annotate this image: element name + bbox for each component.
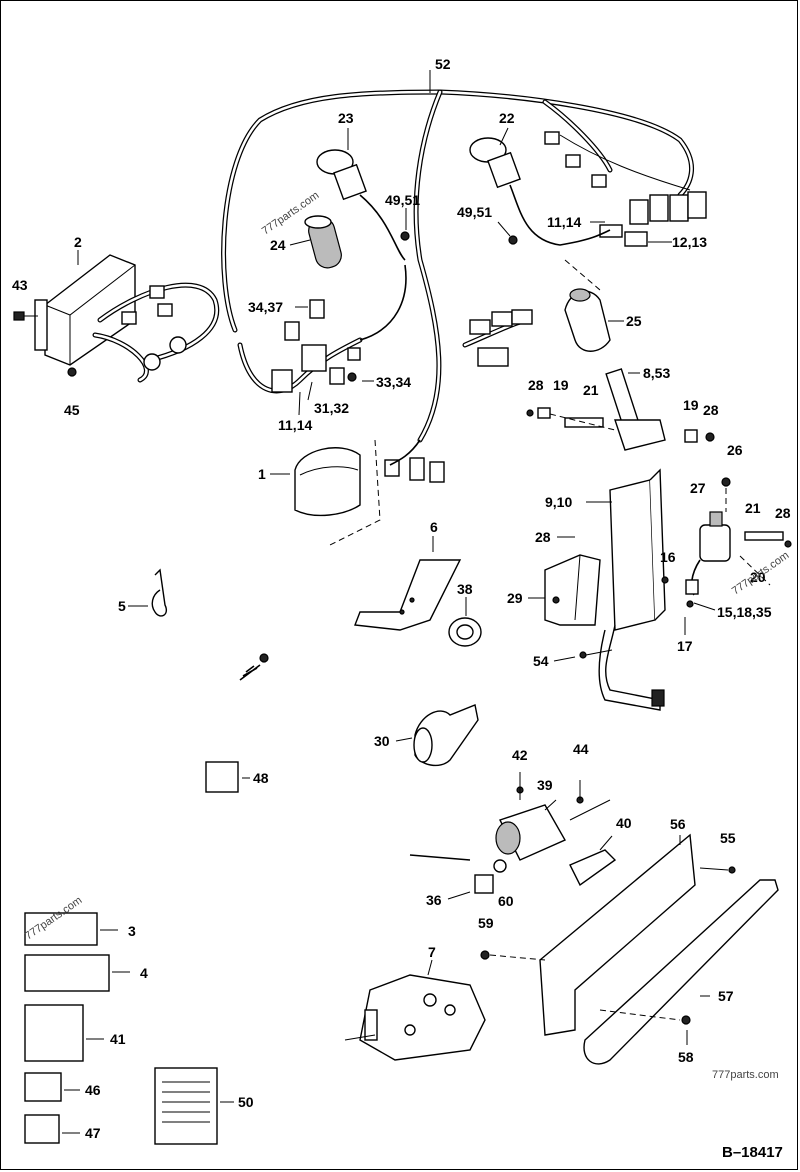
callout-1: 1 <box>258 466 266 482</box>
callout-24: 24 <box>270 237 286 253</box>
callout-30: 30 <box>374 733 390 749</box>
decal-50 <box>154 1067 218 1145</box>
callout-21-b: 21 <box>745 500 761 516</box>
callout-38: 38 <box>457 581 473 597</box>
callout-48: 48 <box>253 770 269 786</box>
plate-56 <box>539 833 736 1036</box>
callout-11-14-a: 11,14 <box>547 214 581 230</box>
callout-16: 16 <box>660 549 676 565</box>
watermark-4: 777parts.com <box>712 1069 779 1081</box>
callout-27: 27 <box>690 480 706 496</box>
watermark-2: 777parts.com <box>730 549 791 597</box>
callout-7: 7 <box>428 944 436 960</box>
callout-43: 43 <box>12 277 28 293</box>
callout-4: 4 <box>140 965 148 981</box>
callout-26: 26 <box>727 442 743 458</box>
part-24 <box>304 215 342 269</box>
decal-46 <box>24 1072 62 1102</box>
boot-30 <box>413 704 479 767</box>
decal-4 <box>24 954 110 992</box>
callout-45: 45 <box>64 402 80 418</box>
part-48 <box>205 761 239 793</box>
callout-28-a: 28 <box>528 377 544 393</box>
callout-40: 40 <box>616 815 632 831</box>
cylinder-39 <box>409 772 611 894</box>
callout-23: 23 <box>338 110 354 126</box>
callout-labels: 52 23 22 49,51 49,51 24 11,14 12,13 2 43… <box>12 56 791 1141</box>
bracket-29 <box>544 554 601 626</box>
callout-56: 56 <box>670 816 686 832</box>
callout-34-37: 34,37 <box>248 299 283 315</box>
callout-12-13: 12,13 <box>672 234 707 250</box>
callout-33-34: 33,34 <box>376 374 411 390</box>
drawing-number: B–18417 <box>722 1144 783 1161</box>
callout-8-53: 8,53 <box>643 365 670 381</box>
switch-20 <box>661 477 792 608</box>
switch-22 <box>469 137 611 246</box>
callout-54: 54 <box>533 653 549 669</box>
harness-left-connectors <box>237 231 518 394</box>
callout-39: 39 <box>537 777 553 793</box>
decal-3 <box>24 912 98 946</box>
callout-28-c: 28 <box>775 505 791 521</box>
callout-31-32: 31,32 <box>314 400 349 416</box>
joystick-assembly <box>526 259 715 451</box>
callout-25: 25 <box>626 313 642 329</box>
callout-20: 20 <box>750 569 766 585</box>
bracket-9-10 <box>579 468 666 711</box>
callout-41: 41 <box>110 1031 126 1047</box>
callout-49-51-a: 49,51 <box>385 192 420 208</box>
spring <box>239 653 269 681</box>
callout-57: 57 <box>718 988 734 1004</box>
center-connectors <box>384 309 533 483</box>
ring-38 <box>448 617 482 647</box>
callout-19-b: 19 <box>683 397 699 413</box>
callout-46: 46 <box>85 1082 101 1098</box>
callout-5: 5 <box>118 598 126 614</box>
leader-lines <box>62 127 716 1134</box>
callout-47: 47 <box>85 1125 101 1141</box>
relay-box-2 <box>13 254 220 383</box>
bracket-40 <box>569 849 617 887</box>
callout-28-b: 28 <box>703 402 719 418</box>
callout-11-14-b: 11,14 <box>278 417 312 433</box>
callout-29: 29 <box>507 590 523 606</box>
callout-6: 6 <box>430 519 438 535</box>
callout-49-51-b: 49,51 <box>457 204 492 220</box>
strap-5 <box>151 568 167 617</box>
watermarks: 777parts.com 777parts.com 777parts.com 7… <box>23 189 791 1081</box>
callout-17: 17 <box>677 638 693 654</box>
callout-2: 2 <box>74 234 82 250</box>
callout-60: 60 <box>498 893 514 909</box>
decal-41 <box>24 1004 84 1062</box>
part-1 <box>294 439 381 546</box>
callout-36: 36 <box>426 892 442 908</box>
callout-59: 59 <box>478 915 494 931</box>
callout-58: 58 <box>678 1049 694 1065</box>
callout-44: 44 <box>573 741 589 757</box>
callout-22: 22 <box>499 110 515 126</box>
wiring-harness-52 <box>221 70 695 443</box>
callout-21-a: 21 <box>583 382 599 398</box>
valve-7 <box>344 974 486 1061</box>
switch-23 <box>316 149 406 261</box>
bolt-59 <box>480 950 546 961</box>
callout-3: 3 <box>128 923 136 939</box>
plate-6 <box>354 559 462 631</box>
callout-15-18-35: 15,18,35 <box>717 604 772 620</box>
channel-57 <box>583 879 779 1065</box>
decal-47 <box>24 1114 60 1144</box>
callout-50: 50 <box>238 1094 254 1110</box>
callout-42: 42 <box>512 747 528 763</box>
callout-52: 52 <box>435 56 451 72</box>
callout-9-10: 9,10 <box>545 494 572 510</box>
connector-cluster-right <box>544 131 707 247</box>
callout-28-d: 28 <box>535 529 551 545</box>
callout-55: 55 <box>720 830 736 846</box>
callout-19-a: 19 <box>553 377 569 393</box>
